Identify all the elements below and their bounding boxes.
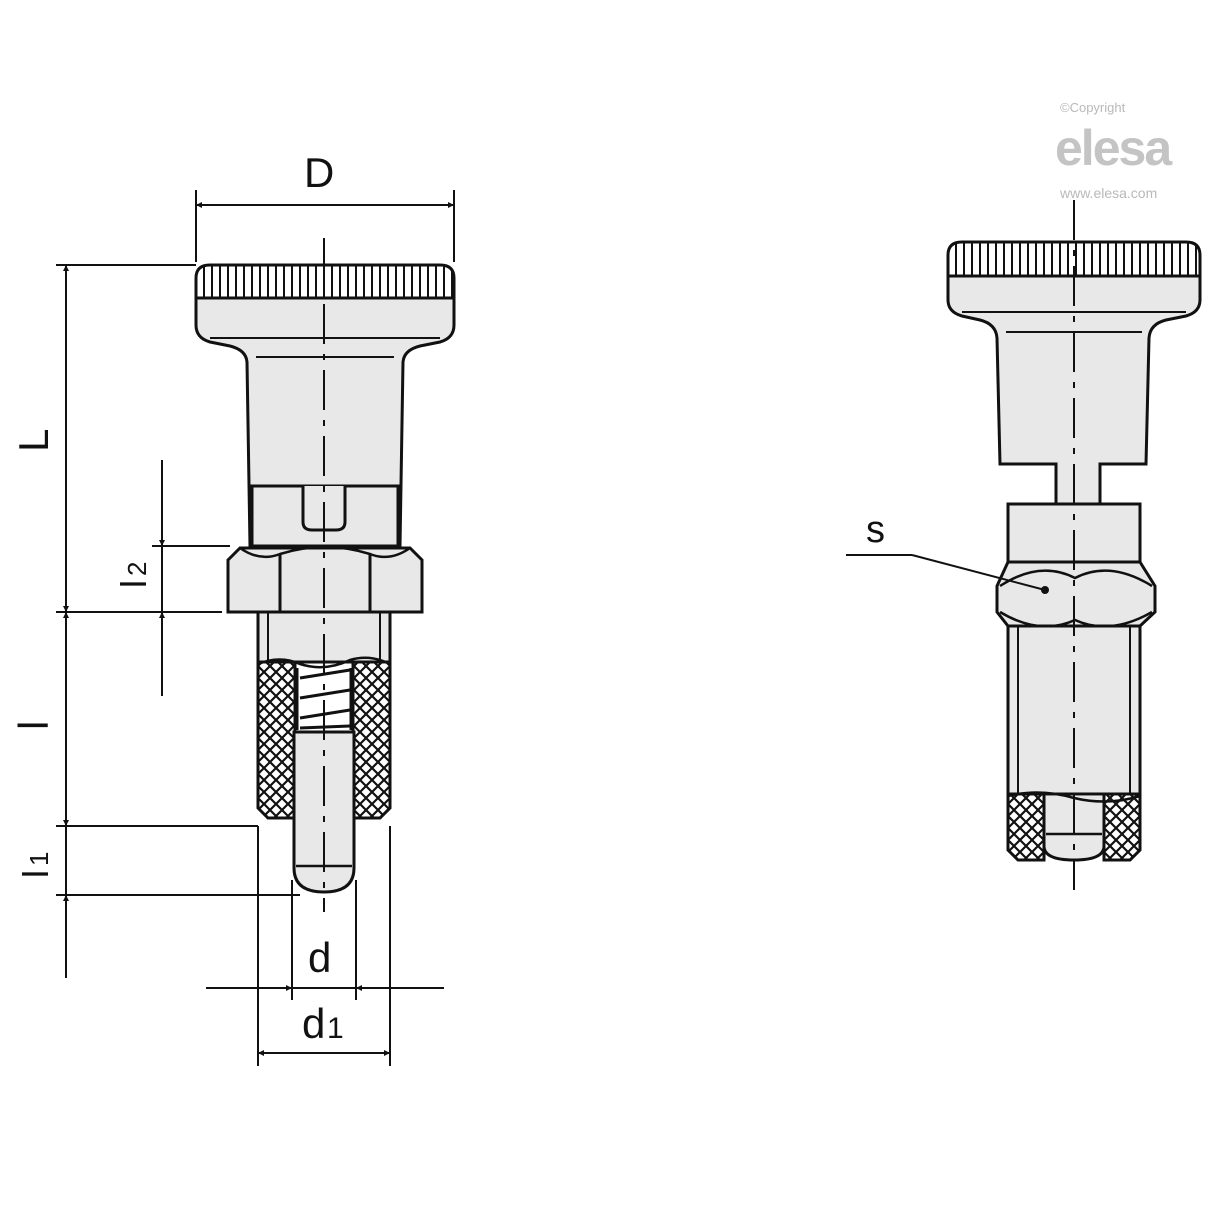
svg-text:1: 1 xyxy=(24,852,54,866)
svg-text:2: 2 xyxy=(122,562,152,576)
label-D: D xyxy=(304,149,334,196)
front-view xyxy=(56,190,456,1066)
label-s: s xyxy=(866,509,885,551)
svg-text:l: l xyxy=(113,580,154,588)
label-l2: l 2 xyxy=(113,562,154,588)
side-view xyxy=(846,200,1202,890)
elesa-logo: elesa xyxy=(1055,120,1173,176)
elesa-watermark: ©Copyright elesa www.elesa.com xyxy=(1055,100,1175,201)
website-url: www.elesa.com xyxy=(1059,185,1157,201)
label-d: d xyxy=(308,934,331,981)
label-l: l xyxy=(10,721,57,730)
svg-text:d: d xyxy=(302,1000,325,1047)
svg-text:1: 1 xyxy=(327,1012,344,1045)
dimension-D xyxy=(195,190,455,262)
front-view-labels: D L l 2 l l 1 d d 1 xyxy=(10,149,344,1047)
copyright-text: ©Copyright xyxy=(1060,100,1126,115)
label-l1: l 1 xyxy=(15,852,56,878)
callout-s xyxy=(846,554,1049,594)
extension-lines xyxy=(56,264,300,896)
svg-text:l: l xyxy=(15,870,56,878)
label-L: L xyxy=(10,429,57,452)
label-d1: d 1 xyxy=(302,1000,344,1047)
extension-lines-d xyxy=(257,826,391,1066)
